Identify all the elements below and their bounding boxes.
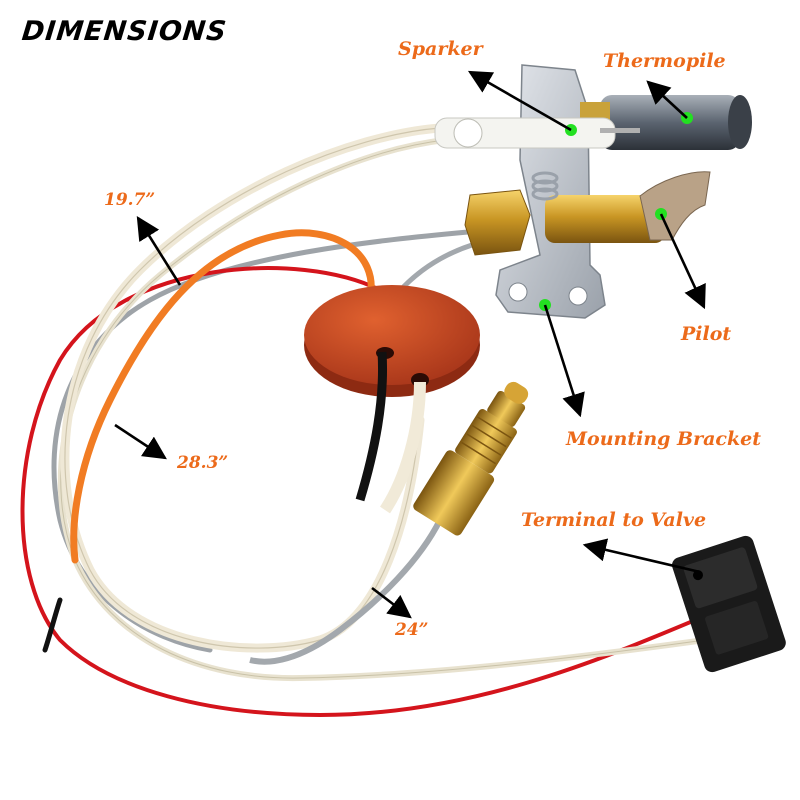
- orange-wire: [70, 229, 375, 564]
- wire-bundle: [20, 123, 708, 718]
- red-wire: [20, 266, 702, 718]
- dimension-28-arrow: [114, 423, 167, 460]
- sparker-label: Sparker: [398, 38, 483, 60]
- pilot-assembly: [434, 64, 752, 319]
- pilot-body: [545, 195, 665, 243]
- pilot-hood: [639, 171, 711, 241]
- gas-tube-length: 24”: [395, 620, 429, 640]
- thermopile-label: Thermopile: [603, 50, 726, 72]
- pilot-label: Pilot: [681, 323, 732, 345]
- white-wire-length: 28.3”: [177, 453, 229, 473]
- terminal-label: Terminal to Valve: [521, 509, 707, 531]
- terminal-connector: [672, 535, 786, 673]
- pilot-arrow: [659, 213, 706, 310]
- dimension-24-arrow: [371, 586, 412, 619]
- sparker-arrow: [467, 70, 572, 132]
- callout-arrows: [114, 70, 706, 619]
- thermopile-arrow: [646, 80, 688, 119]
- terminal-arrow: [582, 538, 701, 574]
- orange-wire-length: 19.7”: [104, 190, 156, 210]
- dimension-19-arrow: [136, 216, 182, 286]
- black-wire-tail: [42, 597, 63, 653]
- dimensions-title: DIMENSIONS: [20, 16, 229, 47]
- mounting-bracket-label: Mounting Bracket: [566, 428, 762, 450]
- grommet: [304, 285, 480, 514]
- thermopile-tube: [600, 95, 740, 150]
- brass-fitting: [413, 381, 529, 536]
- bracket-arrow: [543, 304, 585, 418]
- pilot-nut: [464, 189, 531, 256]
